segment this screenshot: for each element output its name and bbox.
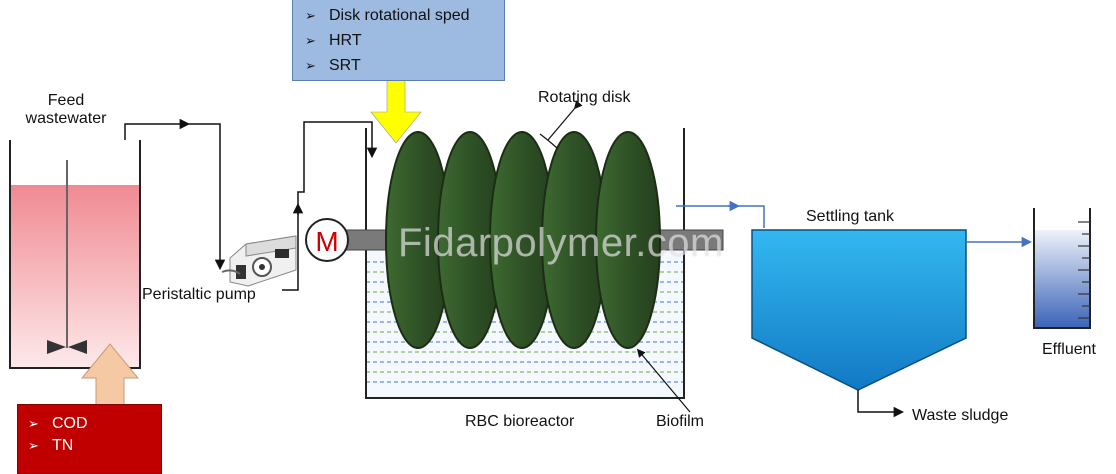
mixer-impeller-icon [47,340,87,354]
peristaltic-pump-label: Peristaltic pump [142,286,256,303]
param-item: ➢HRT [305,28,504,53]
rbc-tank-wall [365,128,685,399]
bullet-arrow-icon: ➢ [28,416,39,431]
feed-line [124,123,226,271]
bullet-arrow-icon: ➢ [305,58,316,73]
rotating-disks [385,131,661,349]
disk-5 [595,131,661,349]
biofilm-pointer [636,348,691,413]
operating-parameters-box: ➢Disk rotational sped ➢HRT ➢SRT [292,0,505,81]
watermark: Fidarpolymer.com [398,221,724,265]
peristaltic-pump-icon [221,235,297,287]
bullet-arrow-icon: ➢ [305,33,316,48]
waste-sludge-line [857,390,905,418]
param-item: ➢Disk rotational sped [305,3,504,28]
rbc-bioreactor-label: RBC bioreactor [465,413,575,430]
feed-tank [9,140,141,369]
rotating-disk-label: Rotating disk [538,89,631,106]
reactor-outflow-line [676,205,765,228]
rotating-disk-pointer [547,100,583,141]
param-item: ➢SRT [305,53,504,78]
bullet-arrow-icon: ➢ [305,8,316,23]
biofilm-label: Biofilm [656,413,705,430]
motor-icon: M [305,218,349,262]
svg-text:M: M [315,226,338,257]
influent-item: ➢TN [28,435,161,457]
influent-item: ➢COD [28,413,161,435]
waste-sludge-label: Waste sludge [912,407,1009,424]
settling-tank-label: Settling tank [806,208,895,225]
influent-parameters-box: ➢COD ➢TN [17,404,162,474]
effluent-vessel [1033,208,1091,329]
bullet-arrow-icon: ➢ [28,438,39,453]
settling-tank [751,229,967,418]
pump-outlet-line [282,121,378,291]
feed-wastewater-label: Feed wastewater [25,92,107,128]
effluent-label: Effluent [1042,341,1096,358]
